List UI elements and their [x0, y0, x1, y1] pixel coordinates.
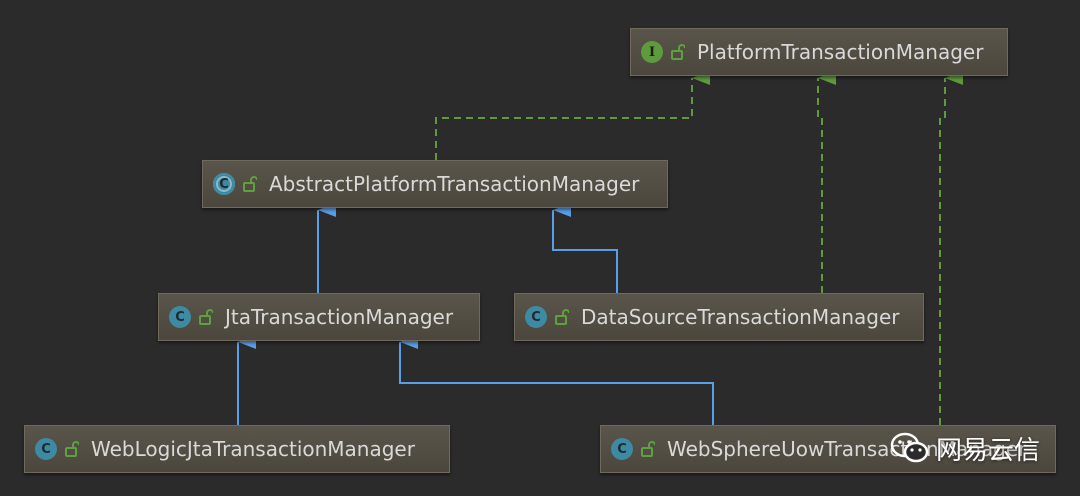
edge-datasource-implements-platform: [817, 71, 836, 293]
edge-websphere-implements-platform: [939, 71, 963, 425]
class-icon: C: [35, 438, 57, 460]
unlock-icon: [555, 309, 569, 325]
node-label: JtaTransactionManager: [225, 305, 454, 329]
unlock-icon: [65, 441, 79, 457]
node-platform-transaction-manager[interactable]: I PlatformTransactionManager: [630, 28, 1008, 76]
unlock-icon: [199, 309, 213, 325]
wechat-icon: [890, 432, 929, 463]
node-weblogic-jta-transaction-manager[interactable]: C WebLogicJtaTransactionManager: [24, 425, 450, 473]
edge-datasource-extends-abstract: [552, 203, 618, 293]
node-label: AbstractPlatformTransactionManager: [269, 172, 640, 196]
class-icon: C: [525, 306, 547, 328]
class-icon: C: [611, 438, 633, 460]
abstract-class-icon: C: [213, 173, 235, 195]
edge-abstract-implements-platform: [435, 71, 710, 160]
node-label: WebLogicJtaTransactionManager: [91, 437, 415, 461]
unlock-icon: [243, 176, 257, 192]
node-label: PlatformTransactionManager: [697, 40, 984, 64]
node-abstract-platform-transaction-manager[interactable]: C AbstractPlatformTransactionManager: [202, 160, 668, 208]
class-icon: C: [169, 306, 191, 328]
node-datasource-transaction-manager[interactable]: C DataSourceTransactionManager: [514, 293, 924, 341]
watermark: 网易云信: [890, 426, 1040, 470]
watermark-text: 网易云信: [936, 435, 1041, 466]
interface-icon: I: [641, 41, 663, 63]
unlock-icon: [641, 441, 655, 457]
edge-websphere-extends-jta: [399, 335, 714, 425]
node-label: WebSphereUowTransactionManager: [667, 437, 1027, 461]
node-websphere-uow-transaction-manager[interactable]: C WebSphereUowTransactionManager: [600, 425, 1056, 473]
unlock-icon: [671, 44, 685, 60]
node-label: DataSourceTransactionManager: [581, 305, 900, 329]
node-jta-transaction-manager[interactable]: C JtaTransactionManager: [158, 293, 480, 341]
